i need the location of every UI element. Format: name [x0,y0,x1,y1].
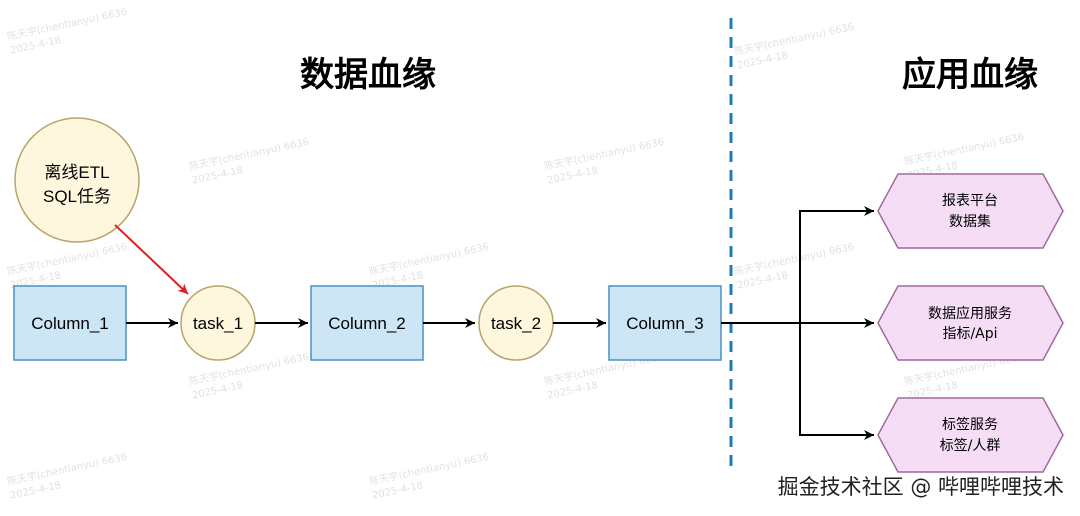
watermark: 陈天宇(chentianyu) 6636 2025-4-18 [6,450,128,502]
watermark: 陈天宇(chentianyu) 6636 2025-4-18 [6,5,128,57]
column-1-label: Column_1 [31,314,109,333]
column-3-label: Column_3 [626,314,704,333]
watermark: 陈天宇(chentianyu) 6636 2025-4-18 [368,240,490,292]
watermark-name: 陈天宇(chentianyu) 6636 [6,240,128,278]
watermark: 陈天宇(chentianyu) 6636 2025-4-18 [543,135,665,187]
data-app-service-hexagon [877,285,1064,361]
task-2-label: task_2 [491,314,541,333]
tag-service-line2: 标签/人群 [940,437,1001,454]
watermark-group: 陈天宇(chentianyu) 6636 2025-4-18 陈天宇(chent… [6,5,1025,502]
task-1-node[interactable]: task_1 [180,285,256,361]
column-3-box [608,285,722,361]
tag-service-hexagon [877,397,1064,473]
offline-etl-task-line2: SQL任务 [43,187,111,206]
data-app-service-line2: 指标/Api [942,326,997,342]
watermark-name: 陈天宇(chentianyu) 6636 [543,135,665,173]
watermark-name: 陈天宇(chentianyu) 6636 [368,240,490,278]
watermark-name: 陈天宇(chentianyu) 6636 [733,240,855,278]
column-2-node[interactable]: Column_2 [310,285,424,361]
watermark-name: 陈天宇(chentianyu) 6636 [6,5,128,43]
watermark-name: 陈天宇(chentianyu) 6636 [6,450,128,488]
watermark: 陈天宇(chentianyu) 6636 2025-4-18 [368,450,490,502]
offline-etl-task-circle [14,117,140,243]
offline-etl-task-line1: 离线ETL [44,163,109,182]
task-1-label: task_1 [193,314,243,333]
watermark-name: 陈天宇(chentianyu) 6636 [188,135,310,173]
column-1-box [13,285,127,361]
watermark: 陈天宇(chentianyu) 6636 2025-4-18 [733,20,855,72]
watermark: 陈天宇(chentianyu) 6636 2025-4-18 [733,240,855,292]
report-platform-node[interactable]: 报表平台 数据集 [877,173,1064,249]
watermark-name: 陈天宇(chentianyu) 6636 [733,20,855,58]
column-1-node[interactable]: Column_1 [13,285,127,361]
report-platform-line1: 报表平台 [942,193,998,209]
watermark: 陈天宇(chentianyu) 6636 2025-4-18 [6,240,128,292]
data-app-service-line1: 数据应用服务 [928,305,1012,322]
report-platform-hexagon [877,173,1064,249]
watermark: 陈天宇(chentianyu) 6636 2025-4-18 [188,135,310,187]
watermark-name: 陈天宇(chentianyu) 6636 [368,450,490,488]
red-arrow-etl-to-task1 [114,224,189,295]
tag-service-node[interactable]: 标签服务 标签/人群 [877,397,1064,473]
column-3-node[interactable]: Column_3 [608,285,722,361]
data-lineage-title: 数据血缘 [300,55,436,95]
tag-service-line1: 标签服务 [942,416,998,433]
data-app-service-node[interactable]: 数据应用服务 指标/Api [877,285,1064,361]
footer-attribution: 掘金技术社区 @ 哔哩哔哩技术 [778,475,1064,499]
column-2-label: Column_2 [328,314,406,333]
app-lineage-title: 应用血缘 [902,55,1038,95]
watermark-name: 陈天宇(chentianyu) 6636 [903,130,1025,168]
task-2-node[interactable]: task_2 [478,285,554,361]
offline-etl-task-node[interactable]: 离线ETL SQL任务 [14,117,140,243]
report-platform-line2: 数据集 [949,213,991,230]
